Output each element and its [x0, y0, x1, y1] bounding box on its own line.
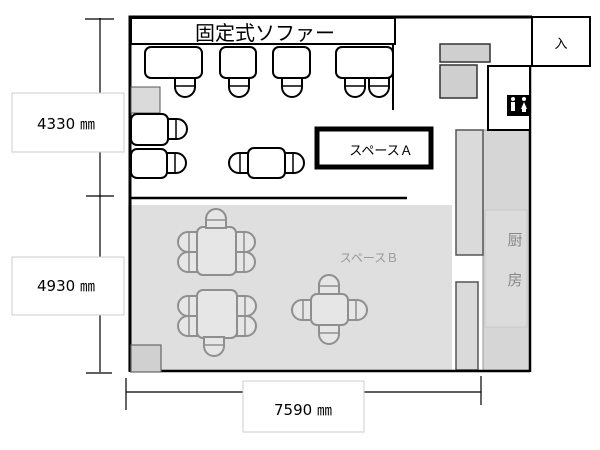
chair: [177, 295, 198, 317]
dimension-upper-height: 4330 ㎜: [37, 115, 95, 133]
table: [144, 46, 203, 79]
counter-lower: [455, 281, 479, 371]
dimension-box-width: [242, 380, 365, 433]
chair: [205, 208, 227, 229]
chair: [177, 251, 198, 273]
storage-box: [130, 86, 161, 114]
kitchen-label-box: [484, 209, 528, 328]
dimension-box-upper: [11, 92, 125, 153]
space-b-area: [128, 205, 452, 371]
table: [247, 147, 286, 179]
chair: [235, 231, 256, 253]
chair: [347, 299, 368, 321]
restroom-icon: [507, 95, 530, 116]
shelf-lower: [439, 64, 478, 99]
chair: [236, 295, 257, 317]
counter-upper: [455, 129, 484, 256]
chair: [281, 77, 303, 98]
sofa-label: 固定式ソファー: [195, 21, 335, 45]
table: [130, 148, 168, 179]
table-b1: [196, 226, 237, 276]
chair: [166, 152, 187, 174]
space-a: [314, 126, 434, 170]
chair: [174, 77, 196, 98]
storage-box-lower: [130, 344, 162, 373]
chair: [318, 324, 340, 345]
table: [335, 46, 394, 79]
chair: [228, 152, 249, 174]
entrance-label: 入: [554, 37, 567, 52]
dimension-vertical: [85, 18, 114, 374]
chair: [235, 251, 256, 273]
dimension-width: 7590 ㎜: [274, 401, 332, 419]
dimension-box-lower: [11, 256, 125, 316]
dimension-lower-height: 4930 ㎜: [37, 277, 95, 295]
table-b2: [196, 289, 238, 339]
chair: [344, 77, 366, 98]
space-a-label: スペースＡ: [349, 144, 412, 159]
fixed-sofa: [130, 17, 396, 45]
chair: [203, 336, 225, 357]
kitchen-label-1: 厨: [507, 231, 522, 249]
table-b3: [310, 293, 349, 326]
chair: [177, 315, 198, 337]
chair: [236, 315, 257, 337]
chair: [318, 274, 340, 295]
chair: [368, 77, 390, 98]
kitchen-label-2: 房: [507, 271, 522, 289]
chair: [177, 231, 198, 253]
space-b-label: スペースＢ: [340, 251, 399, 265]
table: [272, 46, 311, 79]
shelf-top: [439, 43, 491, 63]
chair: [284, 152, 305, 174]
chair: [167, 118, 188, 140]
entrance-box: [531, 16, 591, 67]
chair: [291, 299, 312, 321]
chair: [228, 77, 250, 98]
table: [130, 113, 169, 146]
table: [219, 46, 257, 79]
